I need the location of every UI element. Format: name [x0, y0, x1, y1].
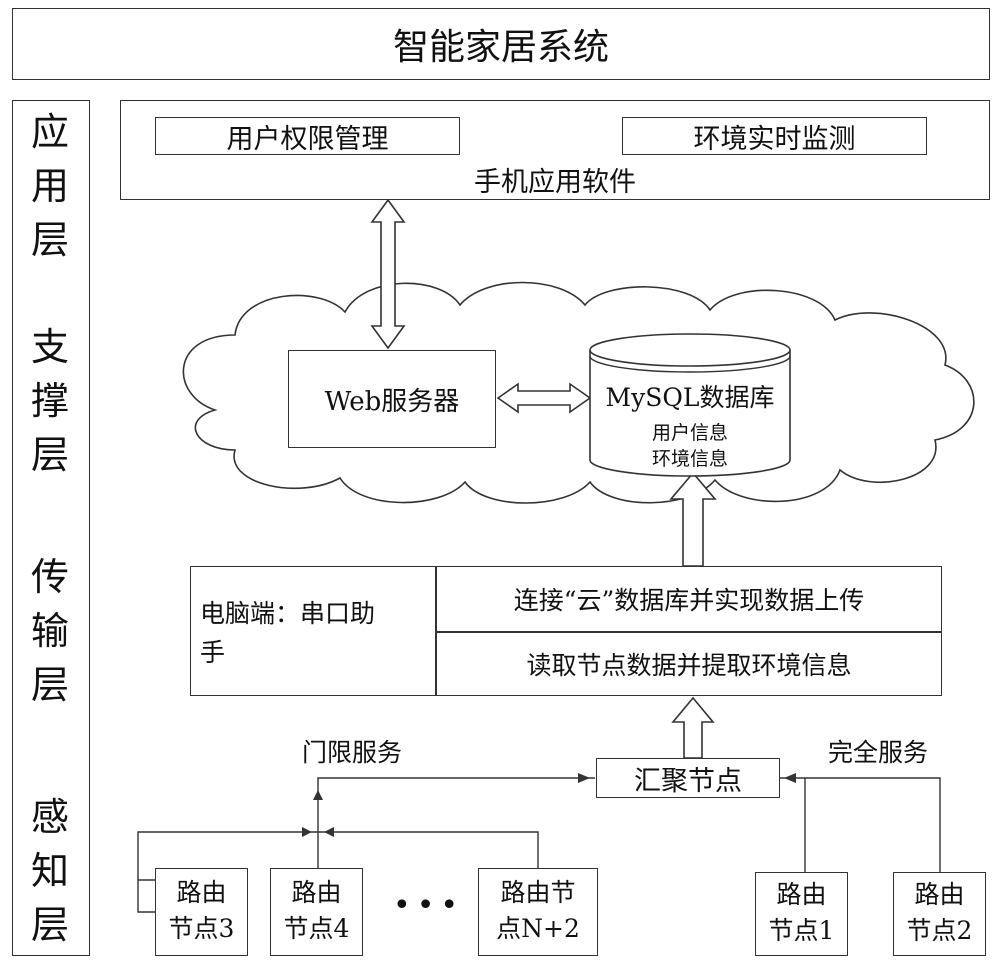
- node-label: 节点2: [906, 916, 973, 945]
- database-cylinder: [589, 333, 791, 477]
- router-node-2: 路由 节点2: [893, 872, 986, 956]
- node-label: 路由: [914, 880, 965, 909]
- layer-char: 输: [30, 609, 69, 653]
- agg-pc-arrow: [671, 696, 715, 759]
- router-node-1: 路由 节点1: [755, 872, 848, 956]
- node-label: 路由: [291, 878, 342, 907]
- layer-char: 层: [30, 218, 69, 262]
- arrow-head-threshold-up: [313, 790, 323, 800]
- page-title: 智能家居系统: [392, 27, 609, 68]
- user-permission-label: 用户权限管理: [226, 123, 389, 155]
- layer-column: [12, 100, 90, 956]
- title-box: 智能家居系统: [12, 8, 990, 80]
- layer-char: 用: [30, 164, 69, 208]
- aggregator-node: 汇聚节点: [596, 758, 780, 798]
- layer-transport: 传 输 层: [12, 550, 88, 712]
- node-label: 节点4: [283, 914, 350, 943]
- pc-divider-horizontal: [435, 631, 942, 633]
- layer-char: 层: [30, 663, 69, 707]
- env-monitor-box: 环境实时监测: [622, 117, 927, 155]
- layer-char: 应: [30, 110, 69, 154]
- layer-char: 知: [30, 849, 69, 893]
- full-service-label: 完全服务: [828, 738, 929, 767]
- node-label: 路由节: [500, 878, 576, 907]
- db-user-info: 用户信息: [651, 422, 728, 444]
- arrow-head-junction-right: [302, 827, 312, 837]
- node-label: 节点1: [768, 916, 835, 945]
- upload-cell: 连接“云”数据库并实现数据上传: [513, 585, 865, 615]
- node-label: 节点3: [168, 914, 235, 943]
- layer-perception: 感 知 层: [12, 790, 88, 952]
- arrow-head-junction-left: [324, 827, 334, 837]
- layer-support: 支 撑 层: [12, 320, 88, 482]
- layer-char: 传: [30, 555, 69, 599]
- db-env-info: 环境信息: [651, 448, 728, 470]
- pc-label-line2: 手: [200, 638, 226, 667]
- full-lines: [780, 777, 941, 872]
- layer-char: 撑: [30, 379, 69, 423]
- ellipsis: •••: [393, 888, 465, 923]
- router-node-3: 路由 节点3: [155, 868, 248, 956]
- aggregator-label: 汇聚节点: [634, 765, 742, 797]
- db-title: MySQL数据库: [605, 383, 775, 412]
- threshold-lines: [137, 777, 595, 913]
- node-label: 点N+2: [496, 914, 580, 943]
- layer-char: 层: [30, 433, 69, 477]
- web-server-label: Web服务器: [324, 386, 460, 417]
- router-node-n2: 路由节 点N+2: [478, 868, 598, 956]
- user-permission-box: 用户权限管理: [155, 117, 460, 155]
- arrow-head-agg-right: [784, 773, 796, 783]
- read-cell: 读取节点数据并提取环境信息: [526, 651, 852, 680]
- node-label: 路由: [176, 878, 227, 907]
- app-web-arrow: [370, 198, 406, 350]
- layer-char: 支: [30, 325, 69, 369]
- mobile-app-label: 手机应用软件: [474, 167, 636, 198]
- node-label: 路由: [776, 880, 827, 909]
- layer-application: 应 用 层: [12, 105, 88, 267]
- env-monitor-label: 环境实时监测: [693, 123, 856, 155]
- router-node-4: 路由 节点4: [270, 868, 363, 956]
- web-server-box: Web服务器: [288, 350, 496, 448]
- pc-label-line1: 电脑端：串口助: [200, 599, 376, 628]
- layer-char: 层: [30, 903, 69, 947]
- arrow-head-agg-left: [578, 773, 590, 783]
- threshold-service-label: 门限服务: [302, 738, 403, 767]
- layer-char: 感: [30, 795, 69, 839]
